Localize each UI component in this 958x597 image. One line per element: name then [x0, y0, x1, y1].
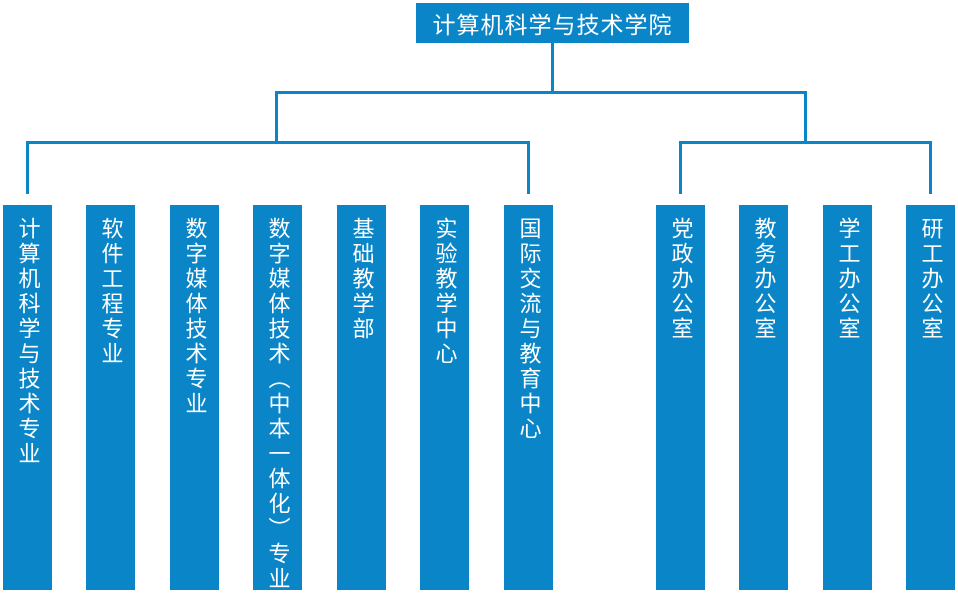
connector-main-horizontal: [275, 91, 807, 94]
connector-right-branch-drop: [804, 91, 807, 144]
unit-bar-computer-science-major: 计算机科学与技术专业: [3, 205, 52, 590]
unit-bar-graduate-affairs-office: 研工办公室: [906, 205, 955, 590]
unit-label: 学工办公室: [835, 217, 861, 342]
connector-left-bracket: [26, 141, 530, 144]
unit-label: 党政办公室: [668, 217, 694, 342]
root-node-college: 计算机科学与技术学院: [416, 3, 689, 43]
unit-bar-digital-media-integrated-major: 数字媒体技术（中本一体化）专业: [253, 205, 302, 592]
unit-bar-software-engineering-major: 软件工程专业: [86, 205, 135, 590]
unit-label: 教务办公室: [751, 217, 777, 342]
unit-bar-party-admin-office: 党政办公室: [656, 205, 705, 590]
unit-bar-experimental-teaching-center: 实验教学中心: [420, 205, 469, 590]
unit-bar-academic-affairs-office: 教务办公室: [739, 205, 788, 590]
root-node-label: 计算机科学与技术学院: [432, 12, 673, 38]
connector-right-bracket: [679, 141, 932, 144]
unit-label: 计算机科学与技术专业: [15, 217, 41, 467]
unit-label: 实验教学中心: [432, 217, 458, 367]
unit-bar-student-affairs-office: 学工办公室: [823, 205, 872, 590]
unit-label: 数字媒体技术（中本一体化）专业: [265, 217, 291, 592]
unit-bar-basic-teaching-dept: 基础教学部: [337, 205, 386, 590]
connector-right-bracket-start: [679, 141, 682, 194]
unit-bar-international-exchange-center: 国际交流与教育中心: [504, 205, 553, 590]
unit-label: 研工办公室: [918, 217, 944, 342]
connector-left-bracket-end: [527, 141, 530, 194]
connector-left-bracket-start: [26, 141, 29, 194]
connector-right-bracket-end: [929, 141, 932, 194]
unit-label: 软件工程专业: [98, 217, 124, 367]
unit-label: 国际交流与教育中心: [516, 217, 542, 442]
unit-bar-digital-media-major: 数字媒体技术专业: [170, 205, 219, 590]
unit-label: 数字媒体技术专业: [182, 217, 208, 417]
unit-label: 基础教学部: [349, 217, 375, 342]
connector-root-stem: [551, 43, 554, 91]
connector-left-branch-drop: [275, 91, 278, 144]
